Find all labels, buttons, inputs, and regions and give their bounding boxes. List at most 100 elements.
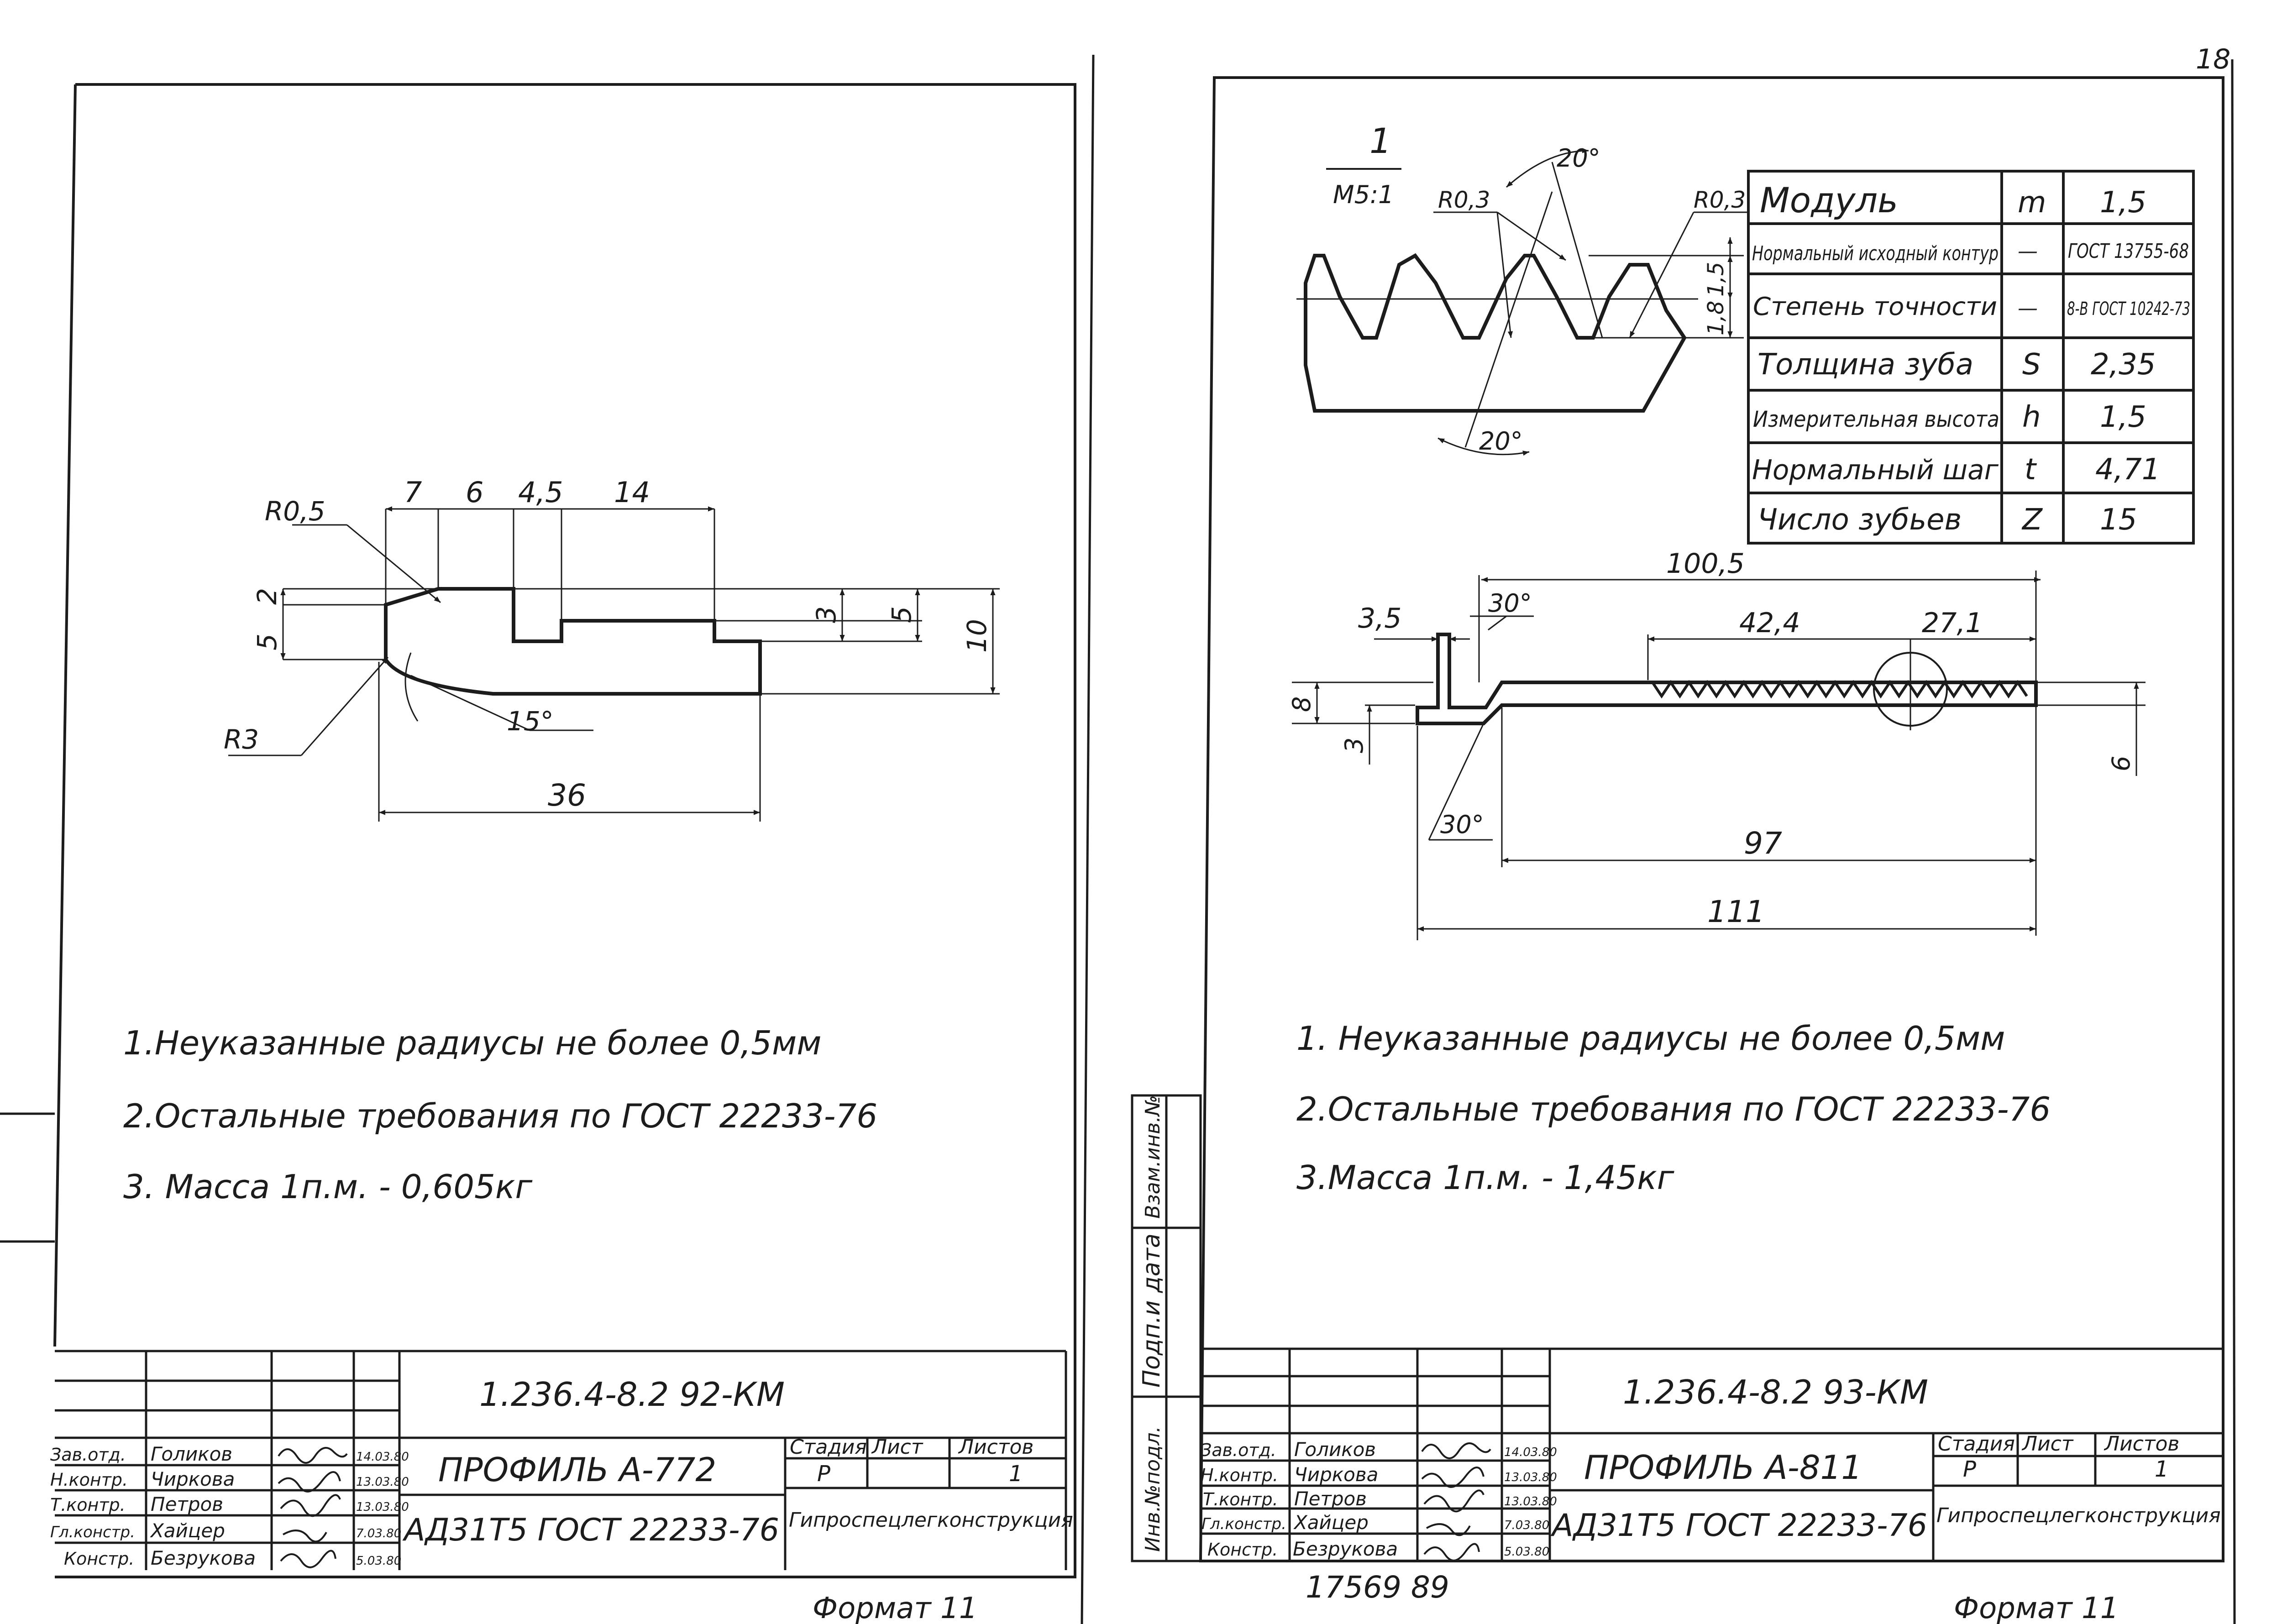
dim-6: 6: [466, 476, 483, 509]
date-3: 13.03.80: [356, 1500, 409, 1514]
profile-a772-outline: [384, 587, 762, 696]
right-edge-line: [2231, 59, 2236, 1624]
param-sym-thickness: S: [2022, 348, 2041, 382]
dim-3-right: 3: [1340, 738, 1369, 753]
signature-rows: Зав.отд. Голиков 14.03.80 Н.контр. Чирко…: [50, 1443, 409, 1569]
detail-scale: М5:1: [1333, 180, 1394, 209]
side-stamp-strip: Инв.№подл. Подп.и дата Взам.инв.№: [1131, 1094, 1202, 1562]
dim-100-5: 100,5: [1666, 548, 1745, 580]
date-1: 14.03.80: [1504, 1446, 1557, 1459]
detail-angle-top: 20°: [1557, 144, 1600, 173]
role-zav-otd: Зав.отд.: [1201, 1440, 1276, 1460]
drawing-title: ПРОФИЛЬ А-772: [438, 1451, 716, 1489]
side-label-podp-data: Подп.и дата: [1138, 1233, 1165, 1388]
gear-params-table: Модуль m 1,5 Нормальный исходный контур …: [1747, 170, 2195, 545]
detail-dim-1-8: 1,8: [1703, 301, 1729, 335]
param-sym-meas-height: h: [2022, 400, 2041, 434]
date-5: 5.03.80: [1504, 1545, 1549, 1559]
param-val-thickness: 2,35: [2091, 348, 2156, 382]
note-3: 3. Масса 1п.м. - 0,605кг: [123, 1168, 533, 1206]
dim-5-right: 5: [886, 606, 917, 623]
dim-8: 8: [1287, 697, 1316, 712]
detail-r03-left: R0,3: [1438, 187, 1490, 213]
format-label-right: Формат 11: [1954, 1592, 2119, 1624]
left-sheet: R0,5 7 6 4,5 14 2 5 3 5 10 R3 15° 36 1.Н…: [0, 83, 1076, 1624]
param-val-teeth: 15: [2100, 503, 2137, 537]
dim-6: 6: [2107, 756, 2135, 771]
dim-97: 97: [1744, 826, 1782, 861]
left-sheet-frame: [55, 83, 1076, 1578]
handwritten-signatures: [278, 1447, 348, 1568]
sheet-header: Лист: [871, 1435, 923, 1459]
name-chirkova: Чиркова: [151, 1468, 235, 1490]
archive-number: 17569 89: [1306, 1570, 1449, 1605]
role-zav-otd: Зав.отд.: [50, 1445, 126, 1465]
note-2: 2.Остальные требования по ГОСТ 22233-76: [1296, 1090, 2051, 1128]
date-5: 5.03.80: [356, 1554, 401, 1568]
param-name-module: Модуль: [1760, 180, 1898, 220]
param-name-accuracy: Степень точности: [1753, 292, 1997, 321]
role-konstr: Констр.: [1207, 1540, 1278, 1560]
role-t-kontr: Т.контр.: [50, 1495, 126, 1515]
role-n-kontr: Н.контр.: [50, 1470, 128, 1490]
param-val-contour: ГОСТ 13755-68: [2068, 240, 2189, 263]
dim-4-5: 4,5: [518, 476, 563, 509]
param-sym-module: m: [2018, 186, 2046, 220]
center-divider: [1081, 54, 1095, 1624]
param-name-thickness: Толщина зуба: [1757, 348, 1973, 382]
material: АД31Т5 ГОСТ 22233-76: [402, 1512, 779, 1548]
dim-111: 111: [1707, 894, 1765, 929]
param-name-pitch: Нормальный шаг: [1752, 454, 1999, 486]
sheets-value: 1: [1009, 1461, 1023, 1487]
handwritten-signatures: [1421, 1442, 1491, 1561]
dim-14: 14: [614, 476, 650, 509]
role-n-kontr: Н.контр.: [1201, 1465, 1278, 1485]
org-name: Гипроспецлегконструкция: [1936, 1504, 2221, 1527]
param-val-accuracy: 8-В ГОСТ 10242-73: [2067, 299, 2190, 320]
dim-7: 7: [404, 476, 422, 509]
detail-dim-1-5: 1,5: [1703, 262, 1729, 297]
date-4: 7.03.80: [1504, 1519, 1549, 1532]
title-block-left: 1.236.4-8.2 92-КМ ПРОФИЛЬ А-772 АД31Т5 Г…: [50, 1350, 1073, 1570]
dim-angle-30-bottom: 30°: [1440, 810, 1484, 839]
doc-code: 1.236.4-8.2 92-КМ: [479, 1375, 785, 1414]
dim-angle-30-top: 30°: [1488, 589, 1532, 618]
name-petrov: Петров: [1294, 1488, 1367, 1510]
org-name: Гипроспецлегконструкция: [789, 1509, 1073, 1532]
param-sym-teeth: Z: [2021, 503, 2043, 537]
right-sheet: 1 8 1 М5:1 R0,3: [1131, 43, 2236, 1624]
param-sym-accuracy: —: [2018, 297, 2038, 320]
tooth-detail-drawing: 1 М5:1 R0,3 R0,3 20°: [1296, 120, 1748, 456]
name-chirkova: Чиркова: [1294, 1463, 1378, 1486]
dim-10: 10: [961, 619, 992, 653]
drawing-title: ПРОФИЛЬ А-811: [1584, 1448, 1862, 1487]
stage-value: Р: [817, 1461, 830, 1487]
dim-42-4: 42,4: [1739, 607, 1800, 639]
param-sym-pitch: t: [2025, 453, 2037, 487]
date-2: 13.03.80: [356, 1475, 409, 1489]
name-haitser: Хайцер: [1293, 1511, 1369, 1534]
param-val-module: 1,5: [2100, 186, 2146, 220]
role-gl-konstr: Гл.констр.: [50, 1523, 135, 1541]
sheets-value: 1: [2155, 1456, 2169, 1482]
note-1: 1. Неуказанные радиусы не более 0,5мм: [1296, 1019, 2005, 1058]
side-label-inv-podl: Инв.№подл.: [1141, 1426, 1165, 1552]
detail-r03-right: R0,3: [1694, 187, 1746, 213]
stage-value: Р: [1963, 1456, 1976, 1482]
dim-2: 2: [252, 588, 283, 605]
right-sheet-frame: [1199, 76, 2224, 1562]
name-golikov: Голиков: [151, 1443, 232, 1465]
rack-teeth-row: [1651, 680, 2028, 699]
signature-rows: Зав.отд. Голиков 14.03.80 Н.контр. Чирко…: [1201, 1438, 1557, 1560]
detail-angle-bottom: 20°: [1479, 427, 1523, 456]
stage-header: Стадия: [790, 1435, 867, 1459]
role-gl-konstr: Гл.констр.: [1201, 1515, 1286, 1533]
param-name-teeth: Число зубьев: [1757, 503, 1962, 537]
dim-5-left: 5: [252, 634, 283, 650]
name-petrov: Петров: [151, 1493, 223, 1515]
date-4: 7.03.80: [356, 1527, 401, 1540]
detail-label: 1: [1369, 120, 1391, 161]
dim-27-1: 27,1: [1922, 607, 1983, 639]
material: АД31Т5 ГОСТ 22233-76: [1550, 1508, 1927, 1544]
